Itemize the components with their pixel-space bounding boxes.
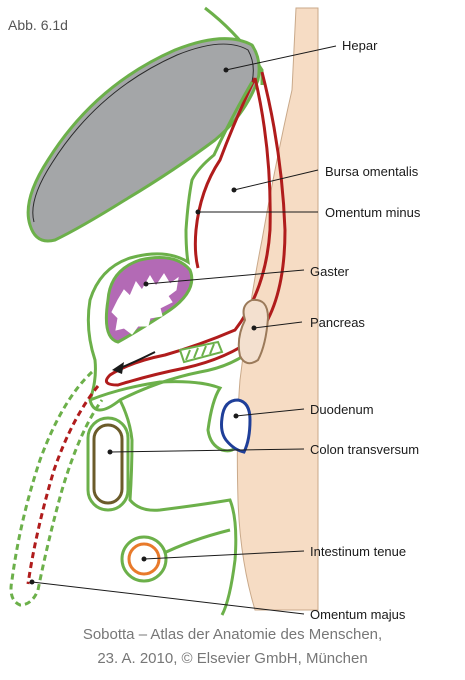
label-gaster: Gaster: [310, 264, 350, 279]
credit-line-1: Sobotta – Atlas der Anatomie des Mensche…: [0, 626, 465, 643]
mesentery: [160, 530, 230, 555]
figure-id: Abb. 6.1d: [8, 17, 68, 33]
label-pancreas: Pancreas: [310, 315, 365, 330]
label-colon-transversum: Colon transversum: [310, 442, 419, 457]
colon-transversum-wall: [94, 425, 122, 503]
duodenum-shape: [222, 400, 251, 452]
label-intestinum-tenue: Intestinum tenue: [310, 544, 406, 559]
label-hepar: Hepar: [342, 38, 378, 53]
peritoneum-lower: [120, 400, 236, 615]
label-duodenum: Duodenum: [310, 402, 374, 417]
credit-line-2: 23. A. 2010, © Elsevier GmbH, München: [0, 650, 465, 667]
label-omentum-minus: Omentum minus: [325, 205, 421, 220]
label-bursa-omentalis: Bursa omentalis: [325, 164, 419, 179]
label-omentum-majus: Omentum majus: [310, 607, 406, 622]
